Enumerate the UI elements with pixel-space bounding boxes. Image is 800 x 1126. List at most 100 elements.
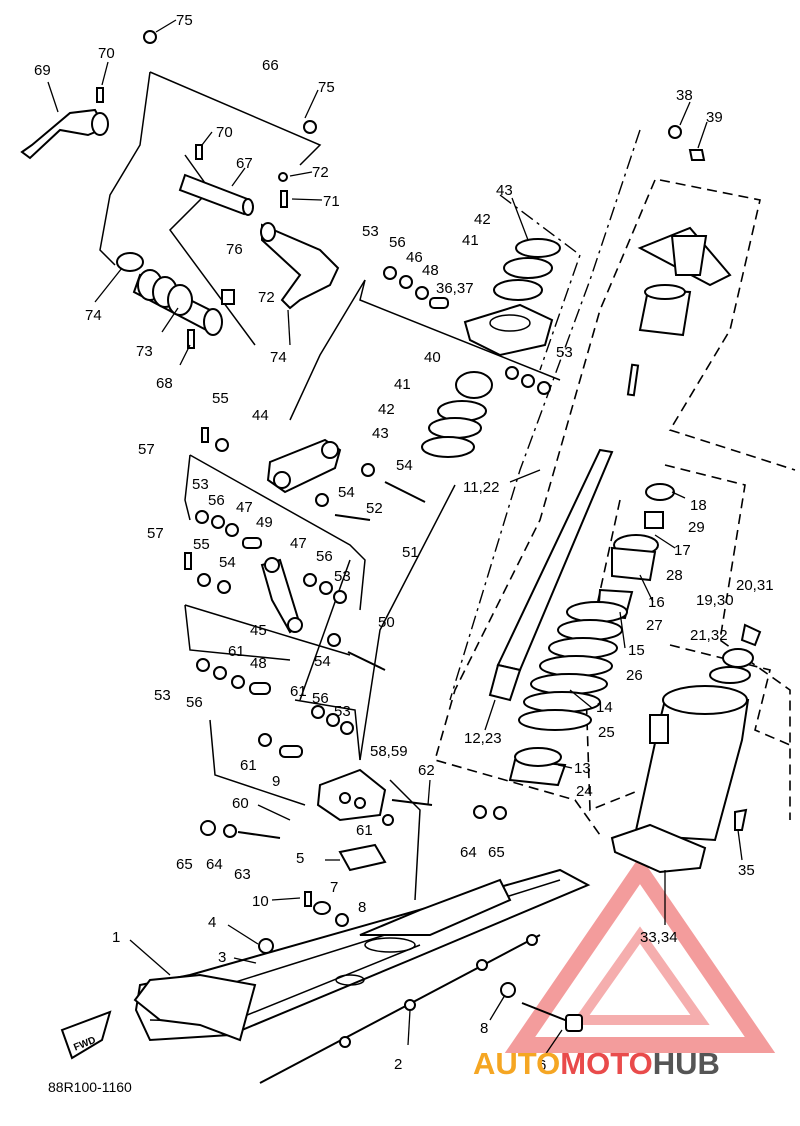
callout-label: 3 — [218, 949, 226, 966]
callout-label: 65 — [488, 844, 505, 861]
callout-label: 57 — [147, 525, 164, 542]
callout-label: 29 — [688, 519, 705, 536]
callout-label: 54 — [219, 554, 236, 571]
watermark-logo-icon — [504, 855, 776, 1053]
callout-label: 53 — [334, 703, 351, 720]
callout-label: 18 — [690, 497, 707, 514]
callout-label: 53 — [362, 223, 379, 240]
callout-label: 19,30 — [696, 592, 734, 609]
callout-label: 11,22 — [463, 479, 499, 496]
callout-label: 51 — [402, 544, 419, 561]
callout-label: 28 — [666, 567, 683, 584]
callout-label: 62 — [418, 762, 435, 779]
callout-label: 70 — [216, 124, 233, 141]
callout-label: 56 — [208, 492, 225, 509]
watermark-part2: MOTO — [560, 1046, 652, 1081]
callout-label: 52 — [366, 500, 383, 517]
callout-label: 49 — [256, 514, 273, 531]
callout-label: 68 — [156, 375, 173, 392]
callout-label: 54 — [338, 484, 355, 501]
callout-label: 17 — [674, 542, 691, 559]
callout-label: 48 — [250, 655, 267, 672]
callout-label: 33,34 — [640, 929, 678, 946]
callout-label: 26 — [626, 667, 643, 684]
callout-label: 56 — [389, 234, 406, 251]
callout-label: 25 — [598, 724, 615, 741]
callout-label: 63 — [234, 866, 251, 883]
callout-label: 6 — [538, 1057, 546, 1074]
callout-label: 53 — [556, 344, 573, 361]
ski-assembly — [60, 768, 591, 1084]
drawing-code: 88R100-1160 — [48, 1079, 132, 1095]
callout-label: 35 — [738, 862, 755, 879]
callout-label: 60 — [232, 795, 249, 812]
callout-label: 61 — [228, 643, 245, 660]
callout-label: 36,37 — [436, 280, 474, 297]
watermark-part1: AUTO — [473, 1046, 560, 1081]
callout-label: 20,31 — [736, 577, 774, 594]
callout-label: 57 — [138, 441, 155, 458]
callout-label: 45 — [250, 622, 267, 639]
callout-label: 14 — [596, 699, 613, 716]
callout-label: 61 — [240, 757, 257, 774]
callout-label: 55 — [212, 390, 229, 407]
callout-label: 55 — [193, 536, 210, 553]
callout-label: 42 — [474, 211, 491, 228]
watermark-text: AUTOMOTOHUB — [473, 1046, 720, 1081]
callout-label: 4 — [208, 914, 216, 931]
pivot-links — [184, 427, 426, 758]
callout-label: 43 — [372, 425, 389, 442]
linkage-rods — [20, 30, 340, 349]
callout-label: 70 — [98, 45, 115, 62]
callout-label: 47 — [236, 499, 253, 516]
callout-label: 1 — [112, 929, 120, 946]
leader-lines — [47, 19, 743, 1056]
callout-label: 75 — [176, 12, 193, 29]
callout-label: 73 — [136, 343, 153, 360]
callout-label: 7 — [330, 879, 338, 896]
callout-label: 40 — [424, 349, 441, 366]
callout-label: 61 — [290, 683, 307, 700]
callout-label: 67 — [236, 155, 253, 172]
callout-label: 47 — [290, 535, 307, 552]
callout-label: 48 — [422, 262, 439, 279]
callout-label: 61 — [356, 822, 373, 839]
callout-label: 53 — [192, 476, 209, 493]
shock-absorber — [383, 125, 762, 874]
callout-label: 39 — [706, 109, 723, 126]
callout-label: 69 — [34, 62, 51, 79]
callout-label: 64 — [206, 856, 223, 873]
callout-label: 53 — [154, 687, 171, 704]
callout-label: 27 — [646, 617, 663, 634]
callout-label: 53 — [334, 568, 351, 585]
watermark-part3: HUB — [653, 1046, 720, 1081]
callout-label: 71 — [323, 193, 340, 210]
callout-label: 16 — [648, 594, 665, 611]
callout-label: 54 — [314, 653, 331, 670]
callout-label: 76 — [226, 241, 243, 258]
callout-label: 9 — [272, 773, 280, 790]
callout-label: 65 — [176, 856, 193, 873]
callout-label: 50 — [378, 614, 395, 631]
assembly-outlines — [99, 71, 796, 901]
callout-label: 10 — [252, 893, 269, 910]
callout-label: 58,59 — [370, 743, 408, 760]
callout-label: 66 — [262, 57, 279, 74]
callout-label: 24 — [576, 783, 593, 800]
callout-label: 43 — [496, 182, 513, 199]
callout-label: 46 — [406, 249, 423, 266]
callout-label: 38 — [676, 87, 693, 104]
callout-label: 74 — [85, 307, 102, 324]
callout-label: 64 — [460, 844, 477, 861]
callout-label: 5 — [296, 850, 304, 867]
callout-label: 75 — [318, 79, 335, 96]
callout-label: 41 — [394, 376, 411, 393]
callout-label: 74 — [270, 349, 287, 366]
callout-label: 56 — [316, 548, 333, 565]
callout-label: 72 — [312, 164, 329, 181]
callout-label: 13 — [574, 760, 591, 777]
callout-label: 21,32 — [690, 627, 728, 644]
